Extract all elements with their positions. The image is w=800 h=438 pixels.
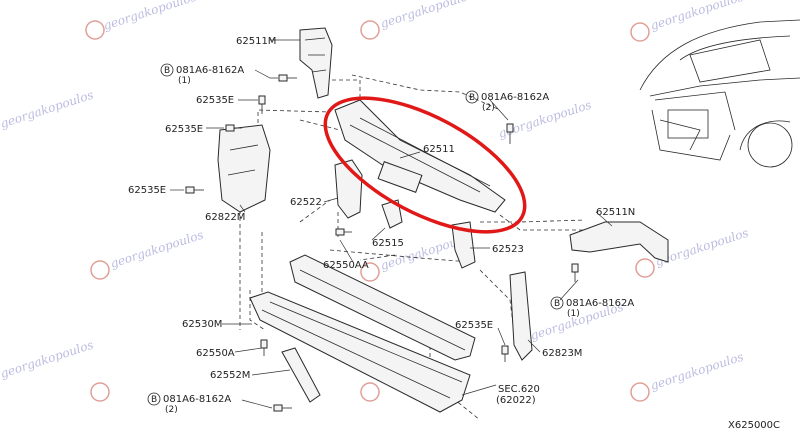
label-62535E-a: 62535E — [196, 95, 234, 106]
watermark-logo — [360, 382, 380, 402]
label-bolt-qty-tl: (1) — [178, 76, 191, 86]
highlight-ellipse — [323, 96, 527, 234]
part-62523 — [451, 221, 476, 269]
label-sec-sub: (62022) — [496, 395, 536, 406]
bolt-symbol-icon — [160, 63, 174, 77]
leader-lines — [170, 39, 613, 409]
label-bolt-code-tr: 081A6-8162A — [481, 92, 549, 103]
watermark-text: georgakopoulos — [649, 0, 746, 33]
label-62515: 62515 — [372, 238, 404, 249]
watermark-logo — [360, 262, 380, 282]
bolt-symbol: B — [151, 395, 157, 405]
bolt-symbol-icon — [147, 392, 161, 406]
watermark-logo — [630, 382, 650, 402]
label-bolt-code-bl: 081A6-8162A — [163, 394, 231, 405]
label-62530M: 62530M — [182, 319, 222, 330]
label-bolt-qty-r: (1) — [567, 309, 580, 319]
part-62823M — [509, 271, 533, 361]
bolt-symbol-icon — [465, 90, 479, 104]
label-bolt-code-r: 081A6-8162A — [566, 298, 634, 309]
watermark-logo — [360, 20, 380, 40]
vehicle-location-illustration — [639, 19, 800, 168]
watermark-logo — [90, 260, 110, 280]
bolt-symbol: B — [469, 93, 475, 103]
diagram-code: X625000C — [728, 420, 780, 431]
part-62511 — [334, 99, 506, 213]
label-62552M: 62552M — [210, 370, 250, 381]
label-62511: 62511 — [423, 144, 455, 155]
watermark-logo — [635, 258, 655, 278]
part-62511N — [569, 221, 669, 263]
part-upper-beam — [289, 254, 476, 361]
label-62550A: 62550A — [196, 348, 235, 359]
label-bolt-qty-tr: (2) — [482, 103, 495, 113]
watermark-logo — [85, 20, 105, 40]
bolt-icons — [185, 74, 579, 412]
label-62550AA: 62550AA — [323, 260, 369, 271]
label-62535E-c: 62535E — [128, 185, 166, 196]
label-62511M: 62511M — [236, 36, 276, 47]
watermark-text: georgakopoulos — [379, 0, 476, 31]
label-62823M: 62823M — [542, 348, 582, 359]
watermark-logo — [630, 22, 650, 42]
label-62535E-d: 62535E — [455, 320, 493, 331]
label-62511N: 62511N — [596, 207, 635, 218]
label-62523: 62523 — [492, 244, 524, 255]
watermark-text: georgakopoulos — [0, 338, 95, 381]
bolt-symbol: B — [164, 66, 170, 76]
watermark-text: georgakopoulos — [649, 350, 746, 393]
label-bolt-qty-bl: (2) — [165, 405, 178, 415]
part-62552M — [281, 347, 321, 403]
watermark-logo — [90, 382, 110, 402]
watermark-text: georgakopoulos — [497, 98, 594, 141]
label-sec-ref: SEC.620 — [498, 384, 540, 395]
part-labels: 62511M B 081A6-8162A (1) 62535E 62535E 6… — [128, 36, 780, 431]
watermark-text: georgakopoulos — [102, 0, 199, 33]
part-62822M — [217, 124, 271, 213]
bolt-symbol: B — [554, 299, 560, 309]
label-62822M: 62822M — [205, 212, 245, 223]
watermark-text: georgakopoulos — [0, 88, 95, 131]
label-bolt-code-tl: 081A6-8162A — [176, 65, 244, 76]
label-62522: 62522 — [290, 197, 322, 208]
label-62535E-b: 62535E — [165, 124, 203, 135]
part-62511M — [299, 27, 333, 99]
watermark-text: georgakopoulos — [109, 228, 206, 271]
bolt-symbol-icon — [550, 296, 564, 310]
